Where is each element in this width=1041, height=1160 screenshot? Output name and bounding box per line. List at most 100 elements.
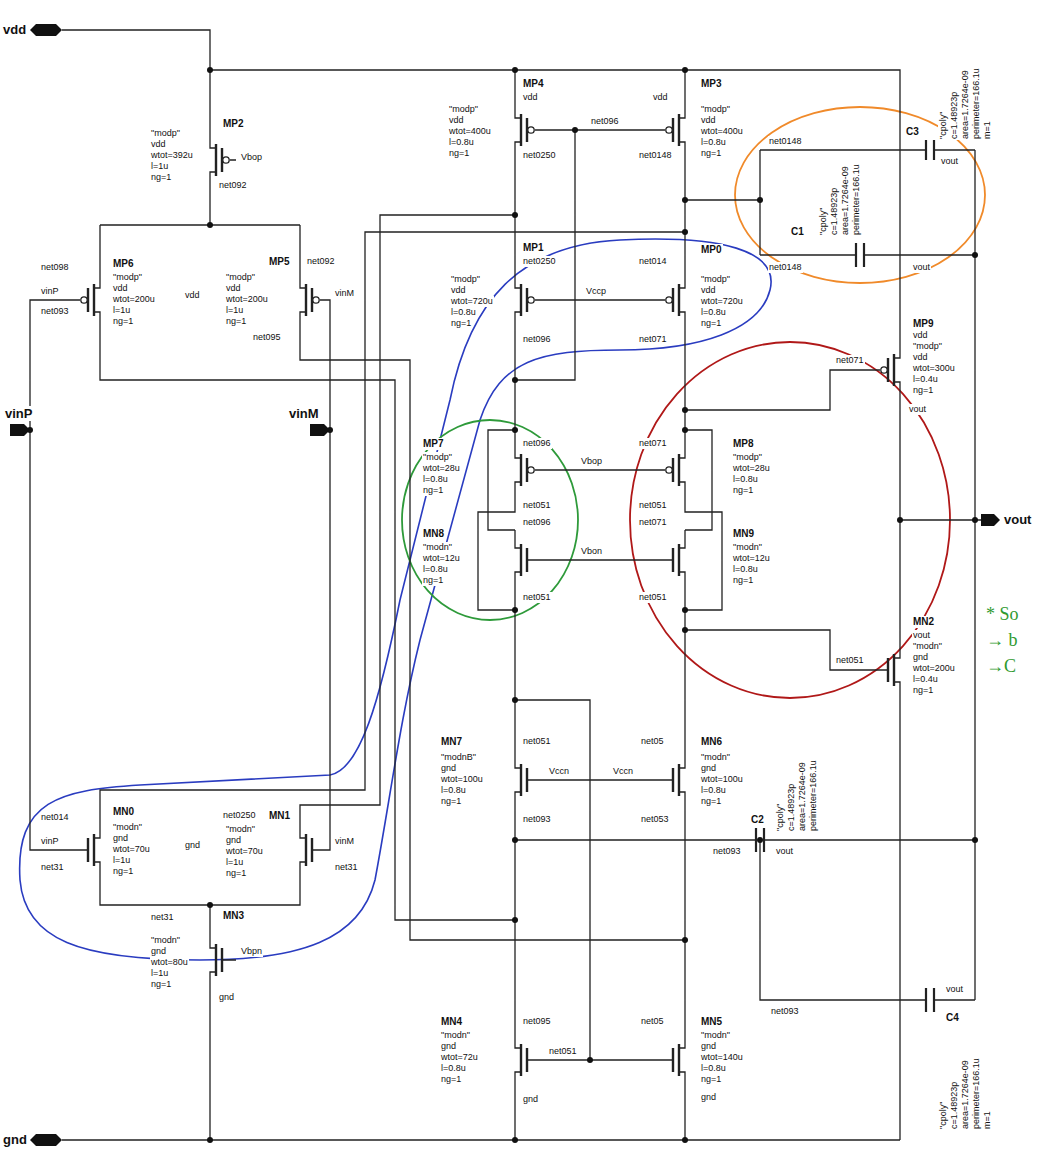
schematic-label: net092 bbox=[306, 256, 336, 267]
capacitor-parameter: area=1.7264e-09 bbox=[960, 1059, 971, 1130]
schematic-label: wtot=28u bbox=[422, 463, 461, 474]
schematic-label: l=1u bbox=[150, 968, 169, 979]
schematic-label: ng=1 bbox=[700, 1074, 722, 1085]
nmos-symbol bbox=[300, 820, 326, 880]
schematic-label: l=0.8u bbox=[448, 137, 475, 148]
capacitor-parameter: area=1.7264e-09 bbox=[840, 165, 851, 236]
schematic-label: gnd bbox=[700, 763, 717, 774]
schematic-label: Vbon bbox=[580, 546, 603, 557]
capacitor-parameter: "cpoly" bbox=[775, 803, 786, 832]
device-name: MN9 bbox=[732, 528, 755, 540]
schematic-label: vdd bbox=[522, 92, 539, 103]
schematic-label: ng=1 bbox=[912, 685, 934, 696]
device-name: MN3 bbox=[222, 910, 245, 922]
highlight-ellipse bbox=[402, 420, 578, 620]
schematic-label: net051 bbox=[638, 592, 668, 603]
schematic-label: wtot=80u bbox=[150, 957, 189, 968]
capacitor-parameter: c=1.48923p bbox=[786, 783, 797, 832]
schematic-label: l=0.4u bbox=[912, 374, 939, 385]
schematic-label: wtot=100u bbox=[700, 774, 744, 785]
schematic-label: net071 bbox=[638, 517, 668, 528]
schematic-label: net093 bbox=[40, 306, 70, 317]
device-name: MN2 bbox=[912, 616, 935, 628]
schematic-label: gnd bbox=[150, 946, 167, 957]
schematic-label: wtot=400u bbox=[448, 126, 492, 137]
schematic-label: l=0.8u bbox=[422, 564, 449, 575]
schematic-label: net0250 bbox=[522, 256, 557, 267]
schematic-label: l=0.8u bbox=[732, 474, 759, 485]
pin-symbol bbox=[981, 514, 1000, 526]
nmos-symbol bbox=[659, 530, 685, 590]
schematic-label: vout bbox=[908, 404, 927, 415]
schematic-label: vinM bbox=[334, 288, 355, 299]
device-name: MN6 bbox=[700, 736, 723, 748]
pin-name: vinP bbox=[4, 406, 33, 421]
device-name: MP9 bbox=[912, 318, 935, 330]
schematic-label: "modn" bbox=[112, 822, 143, 833]
schematic-label: net051 bbox=[835, 655, 865, 666]
schematic-label: net0148 bbox=[638, 150, 673, 161]
capacitor-parameter: area=1.7264e-09 bbox=[960, 69, 971, 140]
device-name: MN8 bbox=[422, 528, 445, 540]
schematic-label: "modn" bbox=[700, 1030, 731, 1041]
schematic-label: net095 bbox=[522, 1016, 552, 1027]
schematic-label: net05 bbox=[640, 736, 665, 747]
schematic-label: vdd bbox=[912, 352, 929, 363]
schematic-label: ng=1 bbox=[732, 485, 754, 496]
pmos-symbol bbox=[659, 440, 685, 500]
schematic-label: net05 bbox=[640, 1016, 665, 1027]
schematic-label: vout bbox=[945, 984, 964, 995]
schematic-label: l=0.8u bbox=[700, 137, 727, 148]
schematic-label: vdd bbox=[450, 285, 467, 296]
schematic-label: wtot=12u bbox=[732, 553, 771, 564]
schematic-label: gnd bbox=[112, 833, 129, 844]
schematic-label: l=1u bbox=[225, 305, 244, 316]
schematic-label: wtot=70u bbox=[225, 846, 264, 857]
schematic-label: "modp" bbox=[150, 128, 181, 139]
schematic-label: ng=1 bbox=[732, 575, 754, 586]
schematic-label: gnd bbox=[700, 1041, 717, 1052]
schematic-label: ng=1 bbox=[422, 485, 444, 496]
capacitor-parameter: c=1.48923p bbox=[829, 187, 840, 236]
schematic-label: l=1u bbox=[225, 857, 244, 868]
schematic-label: "modn" bbox=[422, 542, 453, 553]
schematic-label: wtot=300u bbox=[912, 363, 956, 374]
schematic-label: vdd bbox=[112, 283, 129, 294]
schematic-label: vout bbox=[912, 630, 931, 641]
schematic-label: ng=1 bbox=[912, 385, 934, 396]
schematic-label: net0148 bbox=[768, 136, 803, 147]
schematic-label: wtot=72u bbox=[440, 1052, 479, 1063]
schematic-label: l=0.4u bbox=[912, 674, 939, 685]
capacitor-parameter: perimeter=166.1u bbox=[808, 759, 819, 832]
schematic-label: ng=1 bbox=[225, 868, 247, 879]
schematic-label: net0250 bbox=[222, 810, 257, 821]
schematic-label: ng=1 bbox=[700, 148, 722, 159]
schematic-label: l=0.8u bbox=[422, 474, 449, 485]
pin-name: vout bbox=[1003, 512, 1032, 527]
capacitor-parameter: c=1.48923p bbox=[949, 1081, 960, 1130]
schematic-label: net051 bbox=[638, 500, 668, 511]
schematic-label: net0250 bbox=[522, 150, 557, 161]
schematic-label: Vbpn bbox=[240, 946, 263, 957]
schematic-label: wtot=200u bbox=[912, 663, 956, 674]
schematic-label: wtot=12u bbox=[422, 553, 461, 564]
device-name: MP5 bbox=[268, 256, 291, 268]
device-name: MN1 bbox=[268, 810, 291, 822]
schematic-label: net092 bbox=[218, 180, 248, 191]
schematic-label: net093 bbox=[712, 846, 742, 857]
schematic-label: net096 bbox=[522, 334, 552, 345]
device-name: C3 bbox=[905, 126, 920, 138]
nmos-symbol bbox=[659, 1030, 685, 1090]
schematic-label: net014 bbox=[638, 256, 668, 267]
schematic-label: l=0.8u bbox=[732, 564, 759, 575]
highlight-ellipse bbox=[735, 107, 985, 283]
nmos-symbol bbox=[659, 750, 685, 810]
schematic-label: Vbop bbox=[580, 456, 603, 467]
schematic-label: net093 bbox=[522, 814, 552, 825]
nmos-symbol bbox=[874, 640, 900, 700]
schematic-label: net096 bbox=[522, 438, 552, 449]
schematic-label: "modp" bbox=[732, 452, 763, 463]
schematic-label: net31 bbox=[150, 912, 175, 923]
schematic-label: ng=1 bbox=[700, 796, 722, 807]
capacitor-parameter: c=1.48923p bbox=[949, 91, 960, 140]
